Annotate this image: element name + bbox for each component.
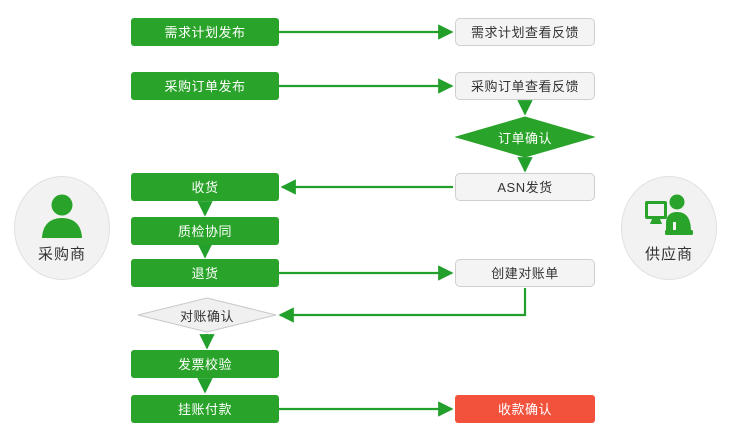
node-label: 需求计划查看反馈	[470, 24, 579, 40]
node-return-goods[interactable]: 退货	[131, 259, 279, 287]
node-invoice-verify[interactable]: 发票校验	[131, 350, 279, 378]
node-label: 收货	[191, 179, 219, 195]
actor-buyer[interactable]: 采购商	[14, 176, 110, 280]
node-goods-receipt[interactable]: 收货	[131, 173, 279, 201]
person-at-computer-icon	[645, 194, 693, 235]
node-label: 采购订单查看反馈	[470, 78, 579, 94]
node-order-confirm[interactable]: 订单确认	[455, 116, 595, 158]
node-label: 对账确认	[179, 308, 234, 324]
node-po-feedback[interactable]: 采购订单查看反馈	[455, 72, 595, 100]
node-label: 订单确认	[497, 130, 552, 146]
edge-create-statement-to-statement-confirm	[278, 288, 527, 323]
person-icon	[42, 194, 82, 238]
diamond-shape-grey	[137, 297, 277, 333]
node-asn-shipment[interactable]: ASN发货	[455, 173, 595, 201]
node-label: 创建对账单	[491, 265, 559, 281]
node-quality-collab[interactable]: 质检协同	[131, 217, 279, 245]
actor-supplier-label: 供应商	[644, 245, 693, 263]
node-label: 退货	[191, 265, 219, 281]
node-label: ASN发货	[497, 179, 553, 195]
diamond-shape-green	[455, 116, 595, 158]
node-label: 收款确认	[497, 401, 552, 417]
node-statement-confirm[interactable]: 对账确认	[137, 297, 277, 333]
actor-supplier[interactable]: 供应商	[621, 176, 717, 280]
node-label: 发票校验	[177, 356, 232, 372]
node-demand-plan-feedback[interactable]: 需求计划查看反馈	[455, 18, 595, 46]
node-label: 需求计划发布	[164, 24, 246, 40]
node-create-statement[interactable]: 创建对账单	[455, 259, 595, 287]
actor-buyer-label: 采购商	[37, 245, 86, 263]
node-po-publish[interactable]: 采购订单发布	[131, 72, 279, 100]
node-label: 采购订单发布	[164, 78, 246, 94]
node-receipt-confirm[interactable]: 收款确认	[455, 395, 595, 423]
node-payable-payment[interactable]: 挂账付款	[131, 395, 279, 423]
node-label: 质检协同	[177, 223, 232, 239]
node-demand-plan-publish[interactable]: 需求计划发布	[131, 18, 279, 46]
node-label: 挂账付款	[177, 401, 232, 417]
